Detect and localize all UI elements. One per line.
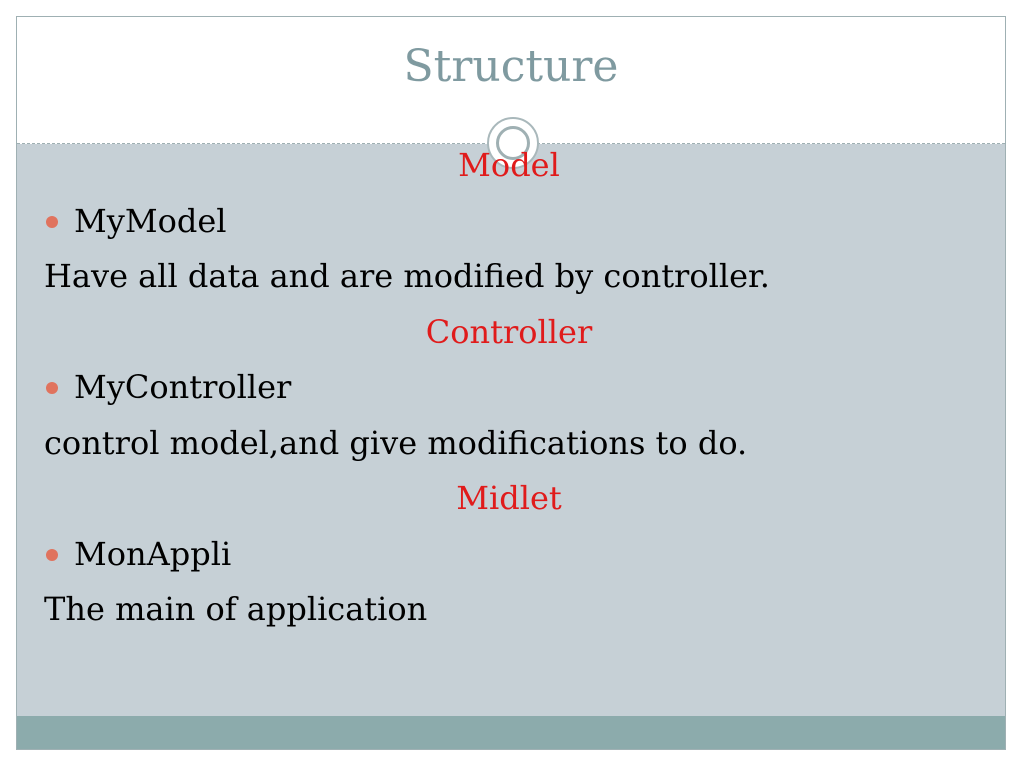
bullet-dot-icon	[46, 215, 58, 228]
section-heading-model: Model	[458, 146, 560, 184]
bullet-item-mycontroller: MyController	[44, 360, 974, 416]
bullet-item-mymodel: MyModel	[44, 194, 974, 250]
section-description-controller: control model,and give modifications to …	[44, 423, 748, 462]
bullet-text: MonAppli	[74, 534, 232, 573]
circle-ornament-inner	[496, 126, 530, 160]
footer-bar	[17, 716, 1005, 749]
section-description-model: Have all data and are modified by contro…	[44, 257, 770, 295]
bullet-text: MyController	[74, 368, 292, 406]
circle-ornament-icon	[487, 117, 539, 169]
bullet-item-monappli: MonAppli	[44, 527, 974, 583]
bullet-dot-icon	[46, 548, 58, 561]
bullet-dot-icon	[46, 382, 58, 394]
content-area	[17, 144, 1005, 716]
slide-title: Structure	[403, 41, 619, 92]
section-description-midlet: The main of application	[44, 590, 428, 628]
section-heading-midlet: Midlet	[456, 479, 562, 517]
slide-body: Model MyModel Have all data and are modi…	[44, 138, 974, 638]
slide: Structure	[16, 16, 1006, 750]
section-heading-controller: Controller	[425, 312, 593, 351]
bullet-text: MyModel	[74, 201, 227, 240]
